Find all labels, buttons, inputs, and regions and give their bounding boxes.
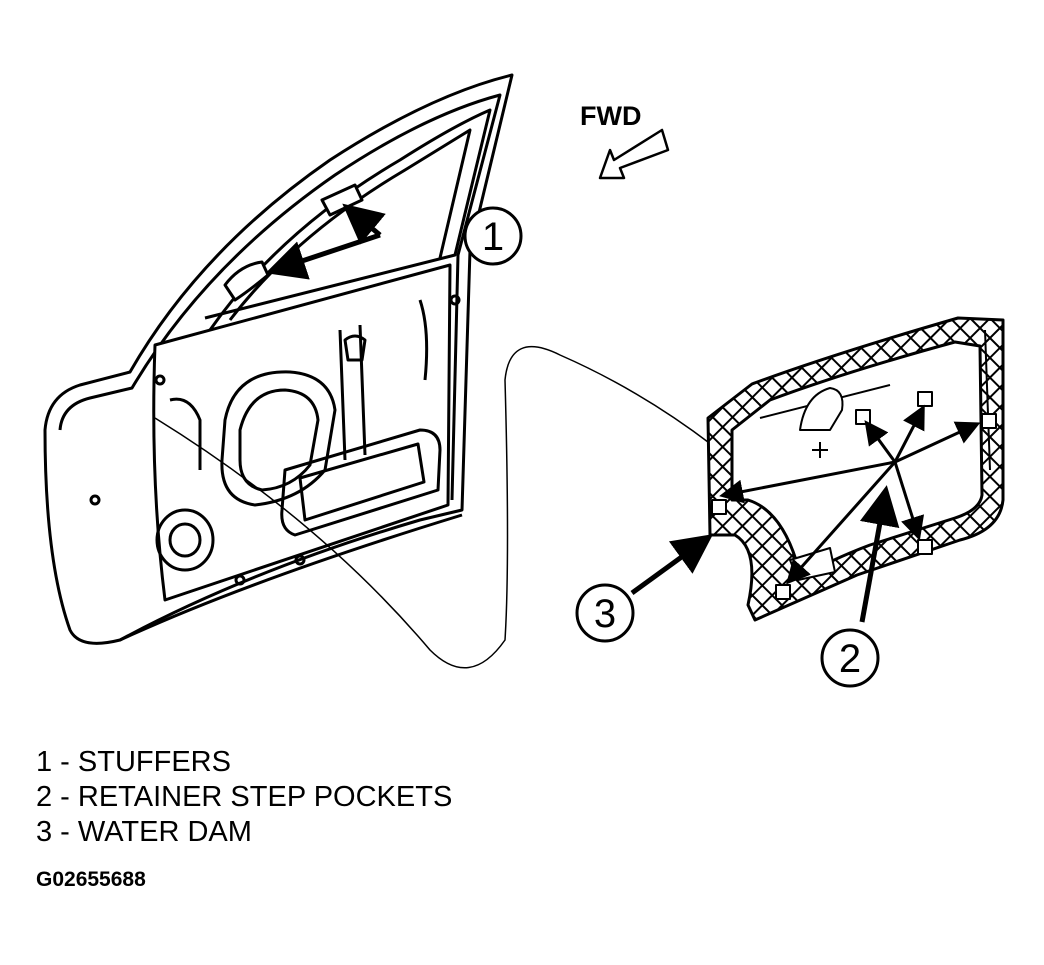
film-cross-mark bbox=[812, 442, 828, 458]
mount-hole bbox=[234, 574, 246, 586]
callout-1: 1 bbox=[463, 206, 523, 266]
retainer-step-pocket bbox=[711, 499, 727, 515]
access-opening-inner bbox=[238, 388, 320, 492]
legend: 1 - STUFFERS 2 - RETAINER STEP POCKETS 3… bbox=[36, 745, 452, 850]
lower-opening bbox=[280, 428, 442, 537]
mount-hole bbox=[294, 554, 306, 566]
callout-3: 3 bbox=[575, 583, 635, 643]
forward-indicator: FWD bbox=[580, 101, 670, 180]
retainer-arrow bbox=[893, 461, 925, 541]
retainer-step-pocket bbox=[855, 409, 871, 425]
retainer-step-pocket bbox=[981, 413, 997, 429]
speaker-opening bbox=[155, 508, 215, 572]
retainer-step-pocket bbox=[917, 539, 933, 555]
callout-3-circle bbox=[575, 583, 635, 643]
mount-hole bbox=[154, 374, 166, 386]
panel-rib bbox=[169, 299, 429, 470]
legend-item-retainer-step-pockets: 2 - RETAINER STEP POCKETS bbox=[36, 781, 453, 813]
front-door bbox=[43, 73, 514, 645]
retainer-arrows bbox=[719, 404, 981, 585]
callout-1-circle bbox=[463, 206, 523, 266]
mount-hole bbox=[449, 294, 461, 306]
lower-opening-inner bbox=[298, 442, 426, 522]
detail-connector bbox=[154, 346, 713, 669]
retainer-arrow bbox=[864, 420, 897, 463]
legend-item-water-dam: 3 - WATER DAM bbox=[36, 816, 252, 848]
callout-1-number: 1 bbox=[482, 215, 504, 259]
callout-2-circle bbox=[820, 628, 880, 688]
retainer-arrow bbox=[893, 404, 925, 463]
door-handle-cup bbox=[343, 334, 367, 362]
window-frame-inner bbox=[228, 128, 472, 321]
figure-id: G02655688 bbox=[36, 868, 146, 891]
door-bottom-edge bbox=[119, 513, 463, 642]
fwd-label: FWD bbox=[580, 101, 641, 131]
film-handle-recess bbox=[799, 387, 844, 431]
door-edge-inner bbox=[58, 93, 502, 501]
film-right-strip bbox=[984, 329, 991, 471]
retainer-arrow bbox=[786, 461, 897, 585]
door-water-dam-diagram: 1 FWD 2 bbox=[43, 73, 1005, 688]
retainer-step-pocket bbox=[775, 584, 791, 600]
retainer-arrow bbox=[894, 421, 981, 464]
retainer-arrow bbox=[719, 460, 896, 504]
mount-hole bbox=[89, 494, 101, 506]
speaker-cone bbox=[168, 522, 202, 558]
legend-item-stuffers: 1 - STUFFERS bbox=[36, 746, 231, 778]
callout-2-leader bbox=[859, 485, 900, 623]
stuffer-arrow-upper bbox=[342, 203, 386, 245]
callout-3-number: 3 bbox=[594, 592, 616, 636]
fwd-arrow-icon bbox=[598, 128, 670, 180]
stuffer-arrows bbox=[265, 203, 386, 280]
window-regulator-rail bbox=[338, 324, 367, 461]
stuffer-upper bbox=[320, 183, 364, 217]
callout-3-leader bbox=[630, 534, 714, 596]
callout-2-number: 2 bbox=[839, 637, 861, 681]
retainer-step-pocket bbox=[917, 391, 933, 407]
callout-2: 2 bbox=[820, 628, 880, 688]
inner-panel bbox=[152, 263, 452, 602]
